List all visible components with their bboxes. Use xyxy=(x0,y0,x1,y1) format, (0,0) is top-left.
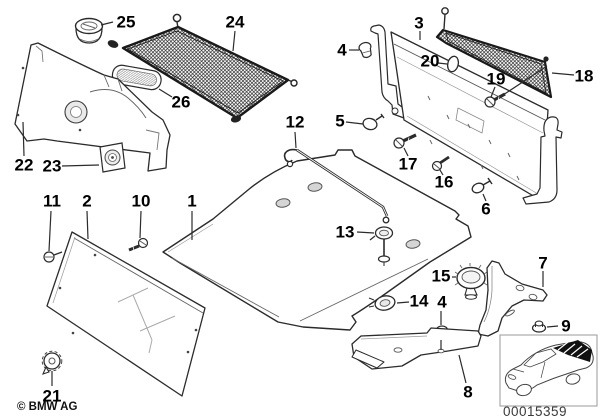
screw-10 xyxy=(128,237,149,252)
trim-strip-8 xyxy=(351,327,482,370)
screw-17 xyxy=(393,133,417,149)
knob-25 xyxy=(74,17,104,44)
clip-4-top xyxy=(358,41,372,59)
part-label-16[interactable]: 16 xyxy=(434,172,454,192)
part-label-22[interactable]: 22 xyxy=(14,155,34,175)
part-label-20[interactable]: 20 xyxy=(420,51,440,71)
car-inset xyxy=(499,334,598,407)
car-sketch xyxy=(504,341,594,397)
copyright-text: © BMW AG xyxy=(17,401,78,413)
partition-net-18 xyxy=(435,7,553,99)
part-label-13[interactable]: 13 xyxy=(335,222,355,242)
grommet-13 xyxy=(369,226,394,266)
floor-mat-1 xyxy=(162,149,472,331)
clip-6 xyxy=(471,177,493,194)
handle-inset-26 xyxy=(111,64,162,91)
leader-lines xyxy=(22,21,575,386)
clip-5 xyxy=(362,113,385,131)
part-label-14[interactable]: 14 xyxy=(409,291,429,311)
left-trim-panel-22 xyxy=(14,42,171,172)
part-label-24[interactable]: 24 xyxy=(225,12,245,32)
part-label-26[interactable]: 26 xyxy=(171,92,191,112)
diagram-number: 00015359 xyxy=(503,404,568,419)
part-label-2[interactable]: 2 xyxy=(82,191,92,211)
mat-grommet xyxy=(275,198,291,208)
part-label-9[interactable]: 9 xyxy=(561,316,571,336)
part-label-3[interactable]: 3 xyxy=(414,13,424,33)
rear-panel-3 xyxy=(370,24,563,205)
net-hanger-loop-icon xyxy=(172,13,182,23)
cap-15 xyxy=(454,263,488,300)
pin-9 xyxy=(531,320,547,333)
part-label-4b[interactable]: 4 xyxy=(437,292,447,312)
part-label-7[interactable]: 7 xyxy=(538,253,548,273)
part-label-18[interactable]: 18 xyxy=(574,66,594,86)
speaker-plate-23 xyxy=(99,142,126,173)
ring-20 xyxy=(446,55,460,73)
right-bracket xyxy=(522,116,563,205)
part-label-4a[interactable]: 4 xyxy=(337,40,347,60)
part-label-17[interactable]: 17 xyxy=(398,154,418,174)
part-label-1[interactable]: 1 xyxy=(187,191,197,211)
part-label-15[interactable]: 15 xyxy=(431,266,451,286)
part-label-25[interactable]: 25 xyxy=(116,12,136,32)
grommet-14 xyxy=(368,295,396,311)
net-hanger-loop-icon xyxy=(441,7,449,15)
part-label-11[interactable]: 11 xyxy=(43,191,61,211)
net-hook-icon xyxy=(230,115,242,123)
left-bracket xyxy=(370,24,407,119)
rear-trim-panel-2 xyxy=(46,231,206,397)
cargo-net-24 xyxy=(107,13,298,123)
side-bracket-7 xyxy=(477,260,548,337)
net-hook-icon xyxy=(107,40,119,48)
nut-21 xyxy=(41,350,63,375)
part-label-8[interactable]: 8 xyxy=(463,382,473,402)
part-label-19[interactable]: 19 xyxy=(486,69,506,89)
part-label-10[interactable]: 10 xyxy=(131,191,151,211)
mat-grommet xyxy=(405,239,421,249)
mat-grommet xyxy=(307,182,323,192)
support-rod-12 xyxy=(283,148,390,224)
part-label-5[interactable]: 5 xyxy=(335,111,345,131)
net-ring-icon xyxy=(290,79,298,87)
part-label-12[interactable]: 12 xyxy=(285,112,305,132)
screw-19 xyxy=(484,92,506,108)
part-label-6[interactable]: 6 xyxy=(481,199,491,219)
screw-16 xyxy=(431,155,450,172)
part-label-23[interactable]: 23 xyxy=(42,156,62,176)
net-hook-icon xyxy=(543,56,549,62)
part-label-21[interactable]: 21 xyxy=(42,386,62,406)
